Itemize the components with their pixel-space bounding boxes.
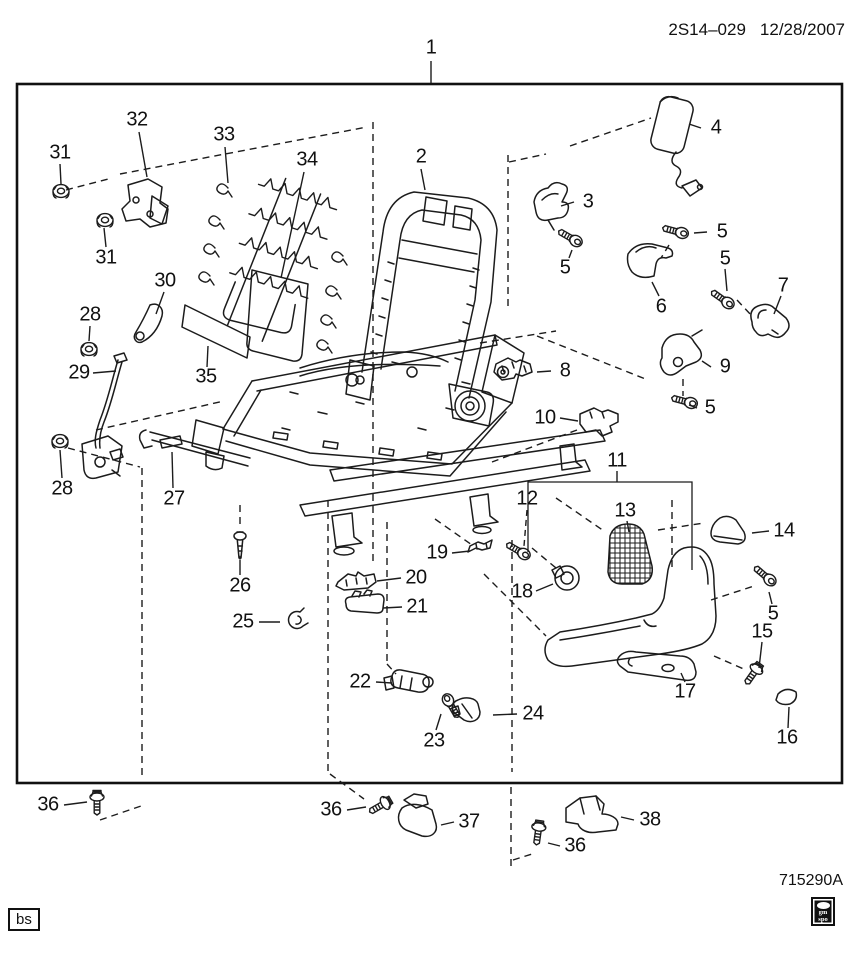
gm-logo-text: gm spo bbox=[818, 909, 828, 923]
part-10-bracket bbox=[579, 407, 619, 437]
part-17-handle bbox=[616, 650, 697, 682]
callout-label-5: 5 bbox=[719, 247, 731, 270]
callout-label-31: 31 bbox=[95, 246, 117, 269]
figure-border bbox=[15, 82, 844, 785]
part-9-recliner-lever bbox=[659, 329, 703, 376]
part-4-sensor-module bbox=[650, 95, 704, 197]
callout-label-6: 6 bbox=[655, 295, 667, 318]
part-26-screw bbox=[233, 531, 247, 560]
callout-label-37: 37 bbox=[458, 810, 480, 833]
callout-label-13: 13 bbox=[614, 499, 636, 522]
part-7-belt-guide bbox=[750, 303, 790, 339]
callout-label-9: 9 bbox=[719, 355, 731, 378]
callout-label-1: 1 bbox=[425, 36, 437, 59]
callout-label-38: 38 bbox=[639, 808, 661, 831]
callout-label-4: 4 bbox=[710, 116, 722, 139]
doc-code: 2S14–029 bbox=[668, 20, 746, 39]
callout-label-33: 33 bbox=[213, 123, 235, 146]
callout-label-14: 14 bbox=[773, 519, 795, 542]
part-6-cover bbox=[626, 242, 674, 279]
part-13-grille bbox=[607, 523, 654, 585]
callout-label-26: 26 bbox=[229, 574, 251, 597]
figure-code: 715290A bbox=[778, 872, 843, 889]
callout-label-5: 5 bbox=[716, 220, 728, 243]
gm-logo-line2: spo bbox=[818, 915, 828, 923]
callout-label-18: 18 bbox=[511, 580, 533, 603]
corner-code-box: bs bbox=[8, 908, 40, 931]
group-11-bracket bbox=[527, 481, 693, 570]
callout-label-36: 36 bbox=[320, 798, 342, 821]
part-20-bracket bbox=[335, 571, 377, 591]
part-32-bracket bbox=[121, 178, 169, 228]
gm-spo-logo: gm spo bbox=[811, 897, 835, 926]
callout-label-35: 35 bbox=[195, 365, 217, 388]
part-28-nuts bbox=[51, 341, 98, 449]
dashed-guide-lines bbox=[65, 117, 755, 866]
callout-label-15: 15 bbox=[751, 620, 773, 643]
callout-label-3: 3 bbox=[582, 190, 594, 213]
callout-label-21: 21 bbox=[406, 595, 428, 618]
gm-logo-oval bbox=[816, 902, 830, 909]
callout-label-8: 8 bbox=[559, 359, 571, 382]
callout-label-10: 10 bbox=[534, 406, 556, 429]
callout-label-36: 36 bbox=[564, 834, 586, 857]
callout-label-16: 16 bbox=[776, 726, 798, 749]
callout-label-5: 5 bbox=[704, 396, 716, 419]
part-29-cable-latch bbox=[81, 352, 128, 480]
part-37-cover bbox=[397, 793, 438, 838]
part-38-bracket bbox=[565, 795, 619, 834]
part-8-clip bbox=[493, 357, 533, 381]
part-22-actuator bbox=[383, 669, 434, 693]
gm-logo-line1: gm bbox=[818, 909, 828, 916]
part-11-side-shield bbox=[544, 546, 717, 668]
part-16-cap bbox=[775, 688, 798, 706]
callout-label-27: 27 bbox=[163, 487, 185, 510]
part-25-c-clip bbox=[287, 607, 309, 630]
callout-label-20: 20 bbox=[405, 566, 427, 589]
callout-label-28: 28 bbox=[51, 477, 73, 500]
callout-label-24: 24 bbox=[522, 702, 544, 725]
callout-label-36: 36 bbox=[37, 793, 59, 816]
part-14-handle-cap bbox=[710, 515, 746, 545]
callout-label-19: 19 bbox=[426, 541, 448, 564]
callout-label-23: 23 bbox=[423, 729, 445, 752]
callout-leader-lines bbox=[59, 61, 790, 847]
callout-label-11: 11 bbox=[607, 449, 627, 472]
part-34-spring-mat bbox=[222, 175, 341, 362]
callout-label-25: 25 bbox=[232, 610, 254, 633]
part-24-clamp bbox=[451, 697, 481, 723]
callout-label-31: 31 bbox=[49, 141, 71, 164]
doc-date: 12/28/2007 bbox=[759, 20, 845, 39]
callout-label-17: 17 bbox=[674, 680, 696, 703]
part-2-seatback-frame bbox=[345, 191, 498, 427]
callout-label-34: 34 bbox=[296, 148, 318, 171]
part-15-bolt bbox=[739, 658, 767, 689]
callout-label-5: 5 bbox=[559, 256, 571, 279]
part-19-clip bbox=[467, 539, 493, 553]
callout-label-29: 29 bbox=[68, 361, 90, 384]
part-18-knob bbox=[551, 565, 580, 591]
callout-label-2: 2 bbox=[415, 145, 427, 168]
part-3-latch-lever bbox=[533, 181, 570, 231]
callout-label-12: 12 bbox=[516, 487, 538, 510]
callout-label-28: 28 bbox=[79, 303, 101, 326]
part-31-nuts bbox=[52, 183, 114, 228]
part-1-cushion-frame-assembly bbox=[138, 334, 606, 556]
callout-label-7: 7 bbox=[777, 274, 789, 297]
callout-label-32: 32 bbox=[126, 108, 148, 131]
header-text: 2S14–029 12/28/2007 bbox=[668, 20, 845, 40]
callout-label-30: 30 bbox=[154, 269, 176, 292]
part-35-plate bbox=[181, 304, 251, 359]
callout-label-22: 22 bbox=[349, 670, 371, 693]
part-21-cover bbox=[344, 589, 385, 614]
callout-label-5: 5 bbox=[767, 602, 779, 625]
part-30-lever bbox=[133, 303, 164, 344]
